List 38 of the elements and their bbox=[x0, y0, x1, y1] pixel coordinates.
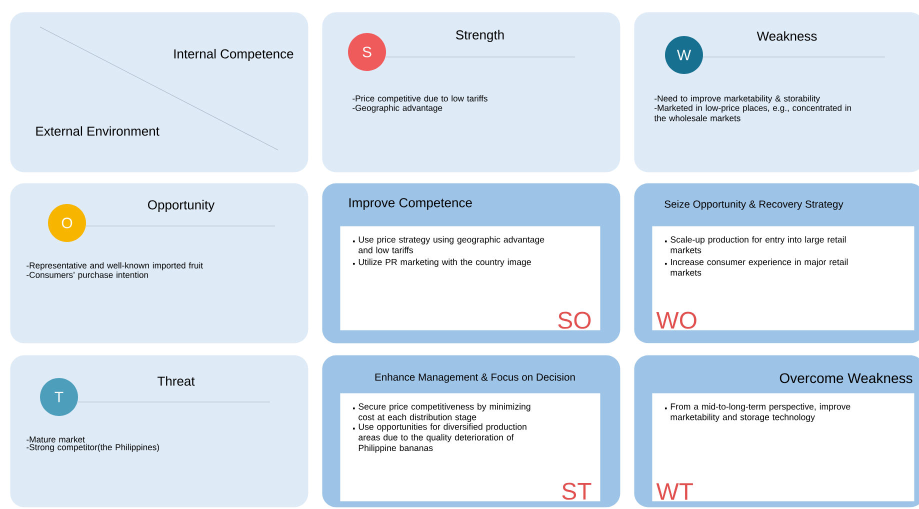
bullet-item: Use price strategy using geographic advantage and low tariffs bbox=[353, 236, 544, 254]
bullet-item: Secure price competitiveness by minimizing cost at each distribution stage bbox=[353, 403, 530, 422]
body-text: -Need to improve marketability & storability bbox=[654, 95, 820, 104]
axis-label: External Environment bbox=[36, 126, 160, 136]
card bbox=[322, 12, 620, 172]
card bbox=[10, 355, 308, 508]
strategy-code: ST bbox=[562, 482, 592, 500]
body-text: -Representative and well-known imported fruit bbox=[26, 262, 203, 270]
bullet-item: Utilize PR marketing with the country image bbox=[353, 258, 531, 267]
card-heading: Overcome Weakness bbox=[780, 372, 912, 384]
strategy-box bbox=[652, 226, 914, 330]
body-text: -Price competitive due to low tariffs bbox=[352, 95, 488, 104]
card-heading: Strength bbox=[456, 30, 504, 42]
axis-label: Internal Competence bbox=[174, 48, 294, 62]
strategy-box bbox=[652, 393, 914, 502]
body-text: -Strong competitor(the Philippines) bbox=[26, 444, 160, 452]
body-text: -Geographic advantage bbox=[352, 104, 442, 113]
strategy-box bbox=[340, 393, 600, 502]
bullet-item: Scale-up production for entry into large retail markets bbox=[665, 236, 846, 254]
strategy-box bbox=[340, 226, 600, 330]
card bbox=[10, 183, 308, 344]
card-heading: Opportunity bbox=[148, 200, 215, 212]
bullet-item: Increase consumer experience in major retail markets bbox=[665, 258, 848, 276]
card bbox=[10, 12, 308, 172]
body-text: -Consumers’ purchase intention bbox=[26, 272, 148, 280]
card-heading: Enhance Management & Focus on Decision bbox=[375, 373, 575, 383]
bullet-item: From a mid-to-long-term perspective, improve marketability and storage technology bbox=[665, 403, 850, 422]
card-heading: Threat bbox=[158, 376, 195, 386]
strategy-code: WT bbox=[656, 483, 693, 500]
card-heading: Improve Competence bbox=[349, 198, 472, 210]
strategy-code: WO bbox=[656, 312, 696, 329]
body-text: -Mature market bbox=[26, 436, 85, 442]
card-heading: Seize Opportunity & Recovery Strategy bbox=[664, 200, 844, 210]
strategy-code: SO bbox=[558, 312, 591, 329]
card-heading: Weakness bbox=[756, 31, 817, 41]
bullet-item: Use opportunities for diversified production areas due to the quality deterioration of Philippine bananas bbox=[353, 423, 526, 453]
body-text: -Marketed in low-price places, e.g., concentrated in the wholesale markets bbox=[654, 104, 851, 122]
card bbox=[634, 12, 919, 172]
